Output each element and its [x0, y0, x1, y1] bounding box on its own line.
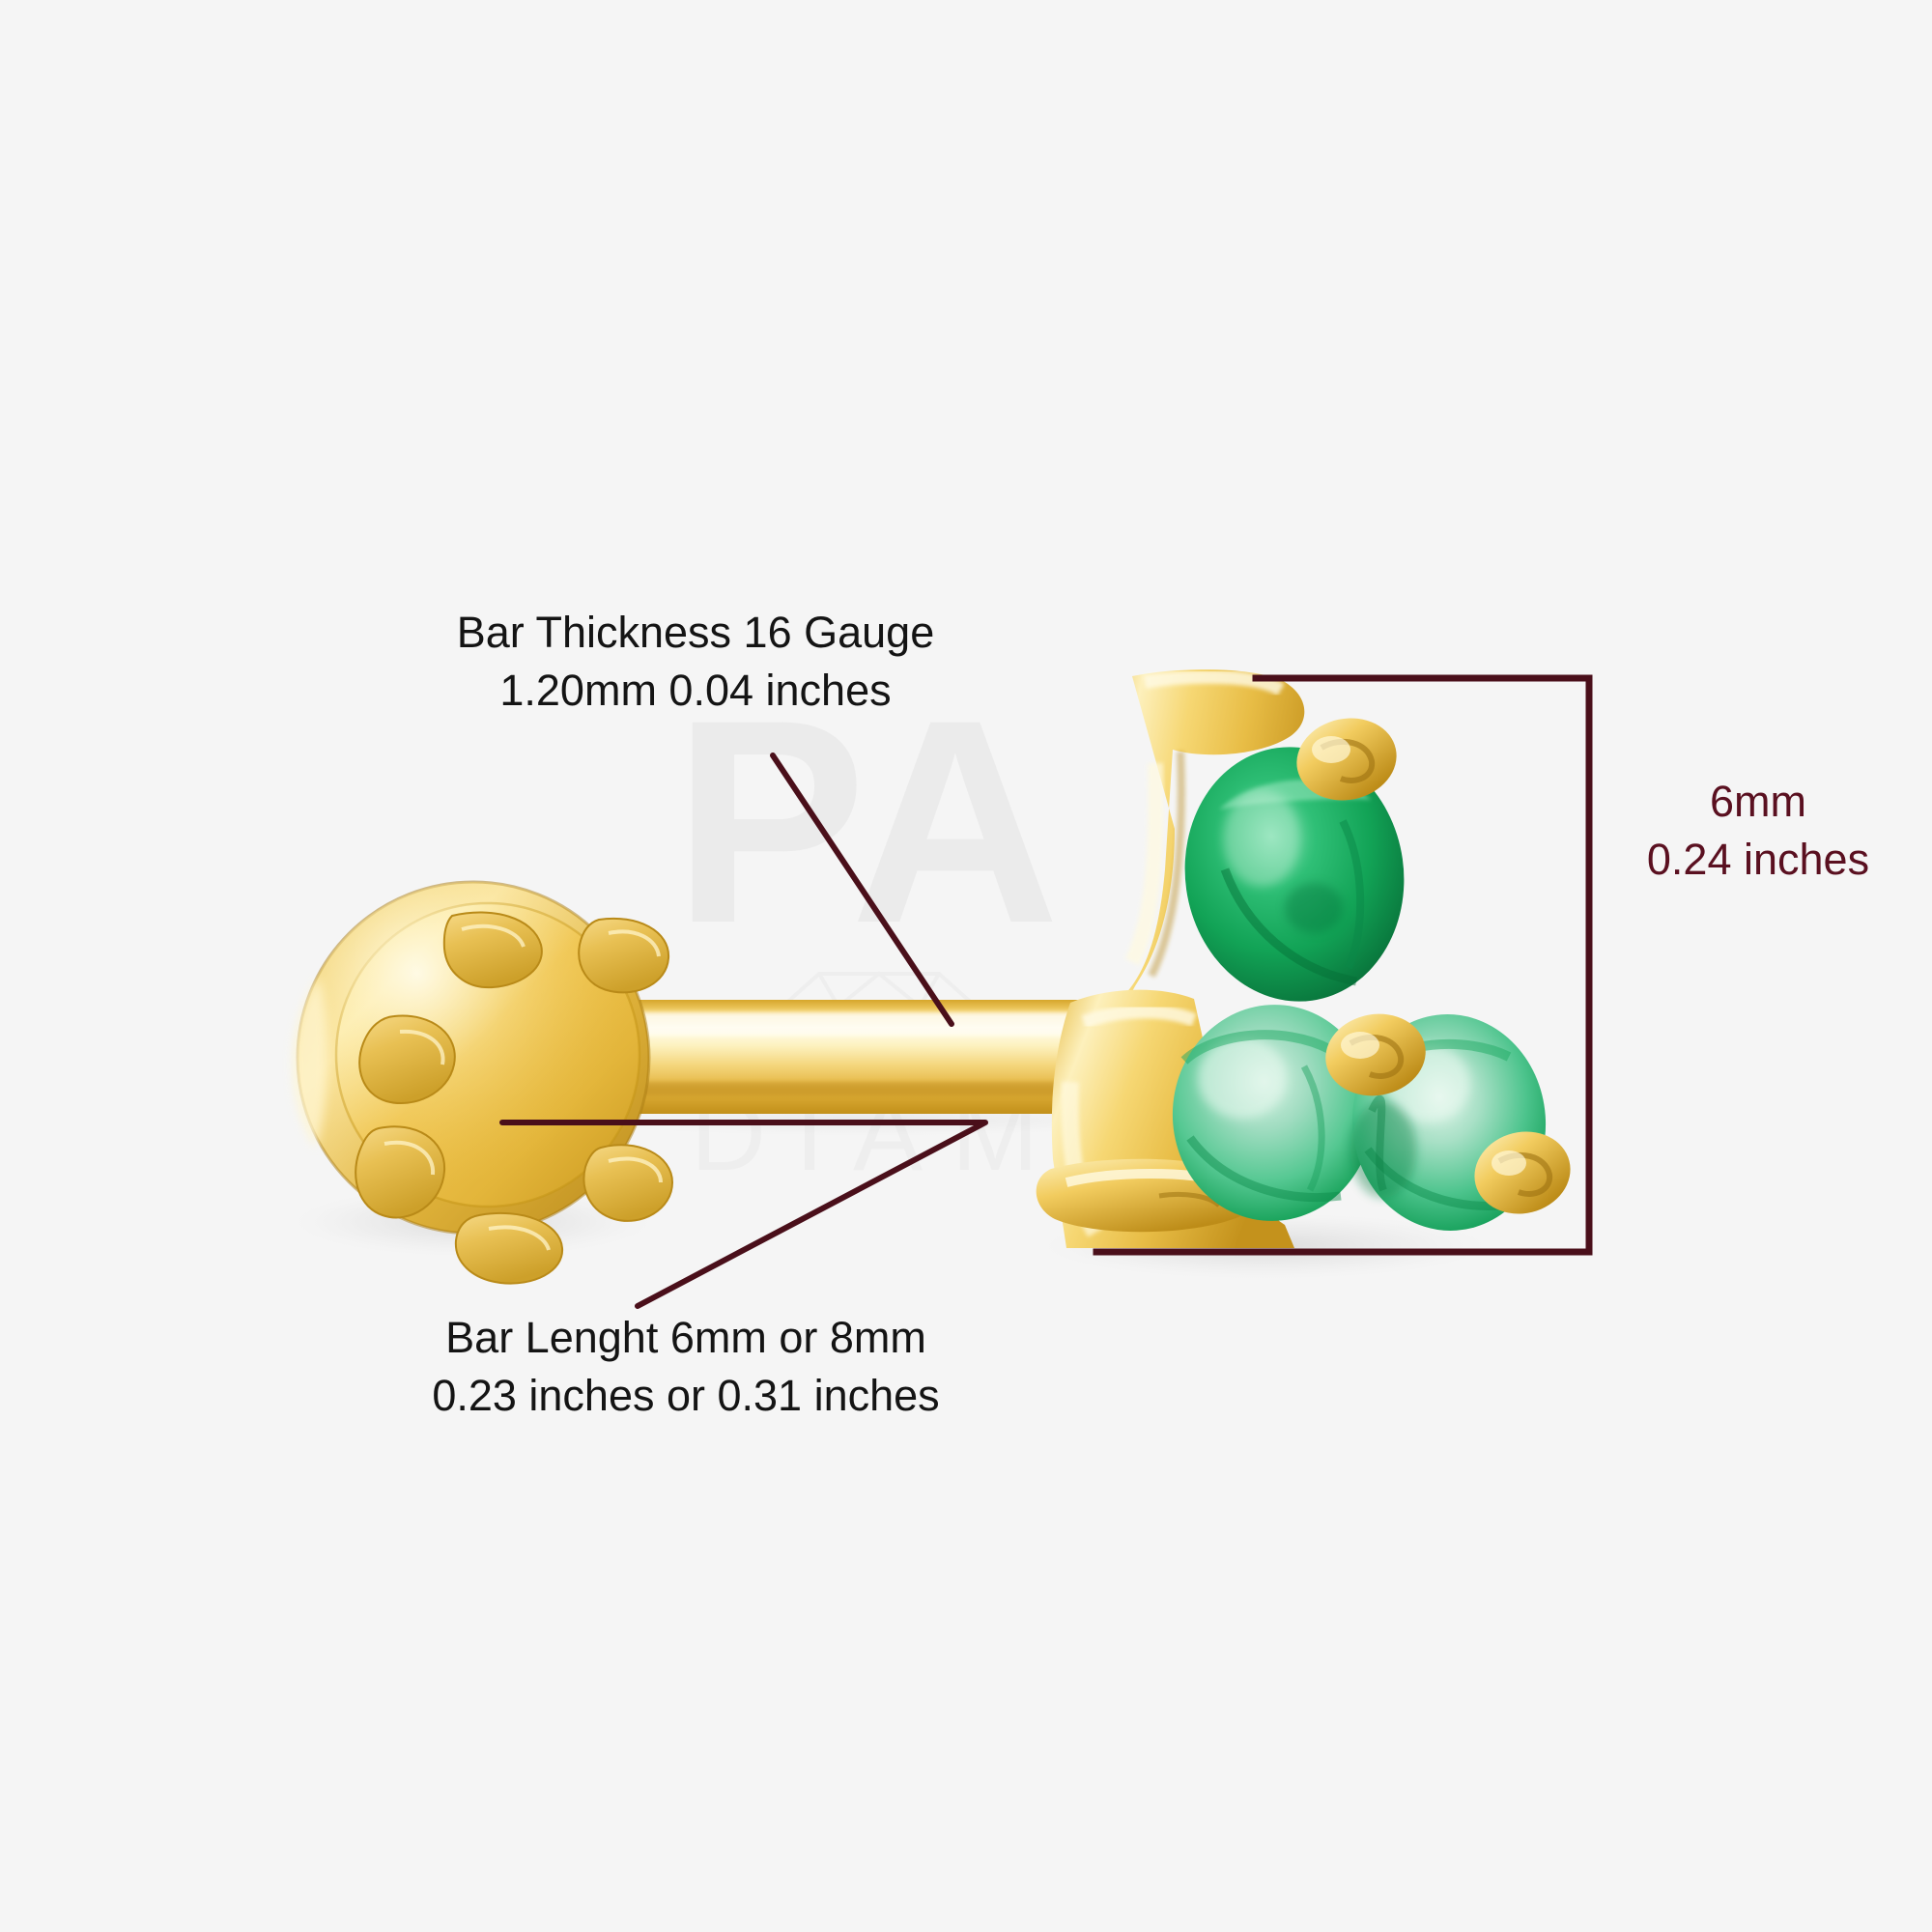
disc-cutout: [454, 1211, 564, 1285]
bar-length-annotation: Bar Lenght 6mm or 8mm 0.23 inches or 0.3…: [319, 1309, 1053, 1425]
bar-thickness-line-1: Bar Thickness 16 Gauge: [456, 608, 935, 657]
bar-thickness-line-2: 1.20mm 0.04 inches: [499, 666, 892, 715]
bar-length-line-2: 0.23 inches or 0.31 inches: [432, 1371, 940, 1420]
bar-thickness-annotation: Bar Thickness 16 Gauge 1.20mm 0.04 inche…: [367, 604, 1024, 720]
emerald-trio-top: [1036, 669, 1571, 1248]
bar-length-line-1: Bar Lenght 6mm or 8mm: [445, 1313, 926, 1362]
disc-cutout: [582, 1144, 674, 1222]
disc-cutout: [442, 911, 543, 989]
top-height-line-1: 6mm: [1710, 777, 1806, 826]
disc-cutout: [355, 1125, 446, 1219]
top-height-line-2: 0.24 inches: [1646, 835, 1870, 884]
disc-cutout: [358, 1014, 456, 1104]
top-height-dimension-label: 6mm 0.24 inches: [1604, 773, 1913, 889]
disc-cutout: [578, 917, 670, 994]
